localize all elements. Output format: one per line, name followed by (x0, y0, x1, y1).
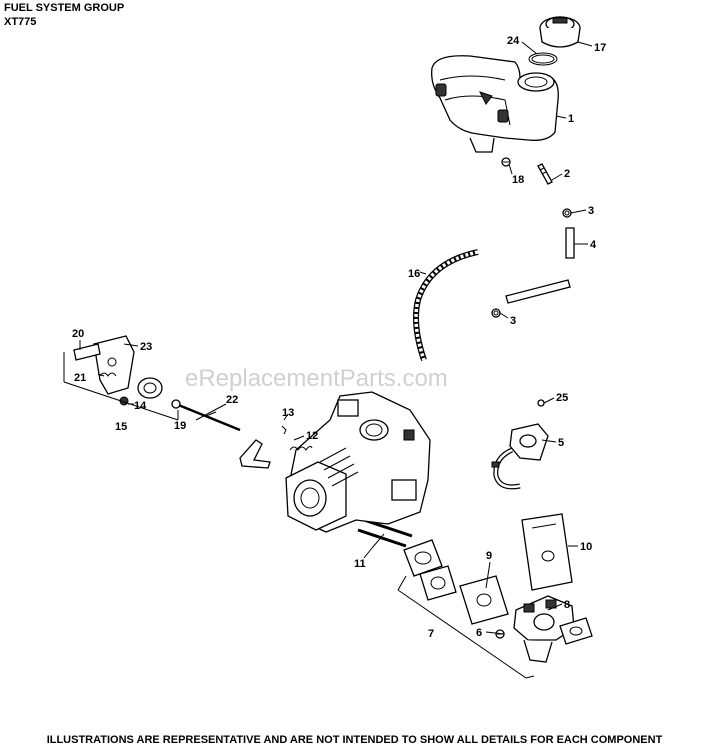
callout-19: 19 (174, 420, 186, 432)
exploded-view-diagram: eReplacementParts.com (63, 16, 606, 679)
carburetor-part[interactable] (513, 595, 593, 663)
callout-23: 23 (140, 341, 152, 353)
callout-18: 18 (512, 174, 524, 186)
lever-spring-part[interactable] (99, 372, 117, 377)
hose-clamp-lower-part[interactable] (491, 308, 501, 318)
pump-screw-part[interactable] (537, 399, 545, 407)
callout-12: 12 (306, 430, 318, 442)
callout-21: 21 (74, 372, 86, 384)
throttle-lever-part[interactable] (73, 343, 101, 361)
callout-13: 13 (282, 407, 294, 419)
linkage-clip-part[interactable] (281, 425, 287, 435)
callout-3-lower: 3 (510, 315, 516, 327)
engine-block (285, 391, 431, 533)
fuel-pump-part[interactable] (491, 423, 549, 490)
callout-25: 25 (556, 392, 568, 404)
tank-screw-part[interactable] (501, 157, 511, 167)
callout-24: 24 (507, 35, 520, 47)
fuel-line-part[interactable] (505, 227, 575, 304)
group-line-7 (397, 589, 535, 679)
control-knob-part[interactable] (137, 377, 163, 399)
callout-20: 20 (72, 328, 84, 340)
governor-lever-part[interactable] (239, 439, 271, 469)
callout-6: 6 (476, 627, 482, 639)
callout-8: 8 (564, 599, 570, 611)
callout-2: 2 (564, 168, 570, 180)
callout-11: 11 (354, 558, 366, 570)
carburetor-shield-part[interactable] (521, 513, 573, 591)
intake-spacer-part[interactable] (403, 539, 457, 601)
callout-4: 4 (590, 239, 597, 251)
watermark: eReplacementParts.com (185, 365, 448, 392)
callout-3-upper: 3 (588, 205, 594, 217)
group-line-7-end (397, 575, 407, 591)
callout-10: 10 (580, 541, 592, 553)
callout-7: 7 (428, 628, 434, 640)
governor-rod-part[interactable] (171, 399, 241, 432)
fuel-cap-part[interactable] (539, 16, 581, 48)
cap-gasket-part[interactable] (528, 52, 558, 66)
throttle-bracket-part[interactable] (93, 335, 135, 395)
callout-16: 16 (408, 268, 420, 280)
fuel-fitting-part[interactable] (537, 163, 553, 185)
callout-22: 22 (226, 394, 238, 406)
model-number: XT775 (4, 16, 37, 28)
fuel-tank-part[interactable] (431, 55, 559, 153)
callout-17: 17 (594, 42, 606, 54)
governor-spring-part[interactable] (289, 445, 313, 451)
carburetor-gasket-part[interactable] (459, 575, 509, 625)
diagram-title: FUEL SYSTEM GROUP (4, 2, 125, 14)
breather-hose-part[interactable] (413, 249, 479, 361)
mounting-stud-part[interactable] (357, 518, 413, 548)
leader-lines (79, 41, 593, 635)
callout-9: 9 (486, 550, 492, 562)
callout-14: 14 (134, 400, 147, 412)
group-line-15 (63, 381, 179, 421)
callout-5: 5 (558, 437, 564, 449)
callout-1: 1 (568, 113, 574, 125)
hose-clamp-upper-part[interactable] (562, 208, 572, 218)
disclaimer-footer: ILLUSTRATIONS ARE REPRESENTATIVE AND ARE… (46, 734, 663, 746)
callout-15: 15 (115, 421, 127, 433)
